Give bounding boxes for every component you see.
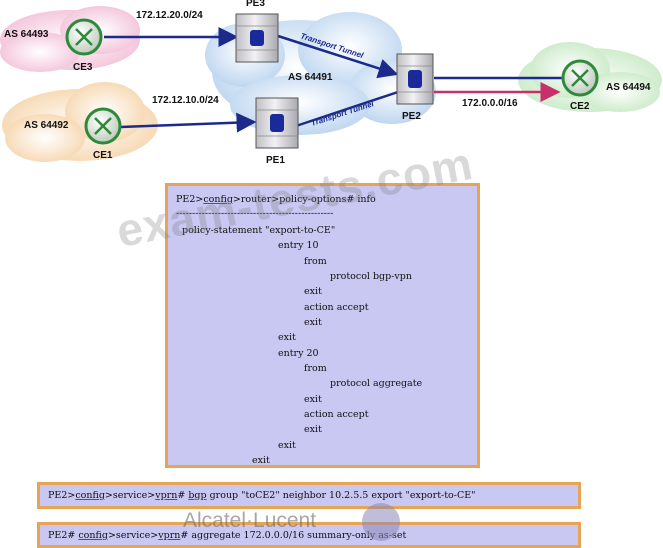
policy-prompt: PE2>config>router>policy-options# info xyxy=(176,194,376,205)
as-ce3-label: AS 64493 xyxy=(4,29,49,40)
pe3-label: PE3 xyxy=(246,0,265,9)
as-core-label: AS 64491 xyxy=(288,72,333,83)
ce3-label: CE3 xyxy=(73,62,93,73)
network-diagram: AS 64493 CE3 AS 64492 CE1 172.12.20.0/24… xyxy=(0,0,662,166)
policy-line: protocol bgp-vpn xyxy=(330,271,412,282)
policy-line: exit xyxy=(278,440,296,451)
tunnel-upper-line xyxy=(277,34,399,79)
policy-separator: ----------------------------------------… xyxy=(176,208,334,219)
net-ce3-label: 172.12.20.0/24 xyxy=(136,10,203,21)
pe1-label: PE1 xyxy=(266,155,285,166)
policy-line: exit xyxy=(278,332,296,343)
as-ce2-label: AS 64494 xyxy=(606,82,651,93)
pe3-router xyxy=(235,13,279,63)
pe2-label: PE2 xyxy=(402,111,421,122)
policy-line: from xyxy=(304,256,327,267)
policy-line: from xyxy=(304,363,327,374)
policy-line: exit xyxy=(304,424,322,435)
ce3-router xyxy=(65,18,103,56)
ce2-label: CE2 xyxy=(570,101,590,112)
as-ce1-label: AS 64492 xyxy=(24,120,69,131)
ce1-router xyxy=(84,107,122,145)
link-ce1-pe1 xyxy=(119,112,257,133)
pe2-router xyxy=(396,53,434,105)
bgp-export-command: PE2>config>service>vprn# bgp group "toCE… xyxy=(48,490,476,501)
net-ce1-label: 172.12.10.0/24 xyxy=(152,95,219,106)
policy-options-panel: PE2>config>router>policy-options# info -… xyxy=(165,183,480,468)
policy-line: protocol aggregate xyxy=(330,378,423,389)
aggregate-command: PE2# config>service>vprn# aggregate 172.… xyxy=(48,530,407,541)
ce2-router xyxy=(561,59,599,97)
policy-line: action accept xyxy=(304,302,369,313)
policy-line: exit xyxy=(252,455,270,466)
aggregate-panel: PE2# config>service>vprn# aggregate 172.… xyxy=(37,522,581,548)
policy-line: action accept xyxy=(304,409,369,420)
policy-line: entry 10 xyxy=(278,240,319,251)
brand-logo-icon xyxy=(362,503,400,541)
policy-line: exit xyxy=(304,317,322,328)
net-ce2-label: 172.0.0.0/16 xyxy=(462,98,518,109)
bgp-export-panel: PE2>config>service>vprn# bgp group "toCE… xyxy=(37,482,581,509)
policy-line: entry 20 xyxy=(278,348,319,359)
policy-line: policy-statement "export-to-CE" xyxy=(182,225,336,236)
tunnel-lower-line xyxy=(276,90,399,142)
pe1-router xyxy=(255,97,299,149)
policy-line: exit xyxy=(304,286,322,297)
ce1-label: CE1 xyxy=(93,150,113,161)
policy-line: exit xyxy=(304,394,322,405)
